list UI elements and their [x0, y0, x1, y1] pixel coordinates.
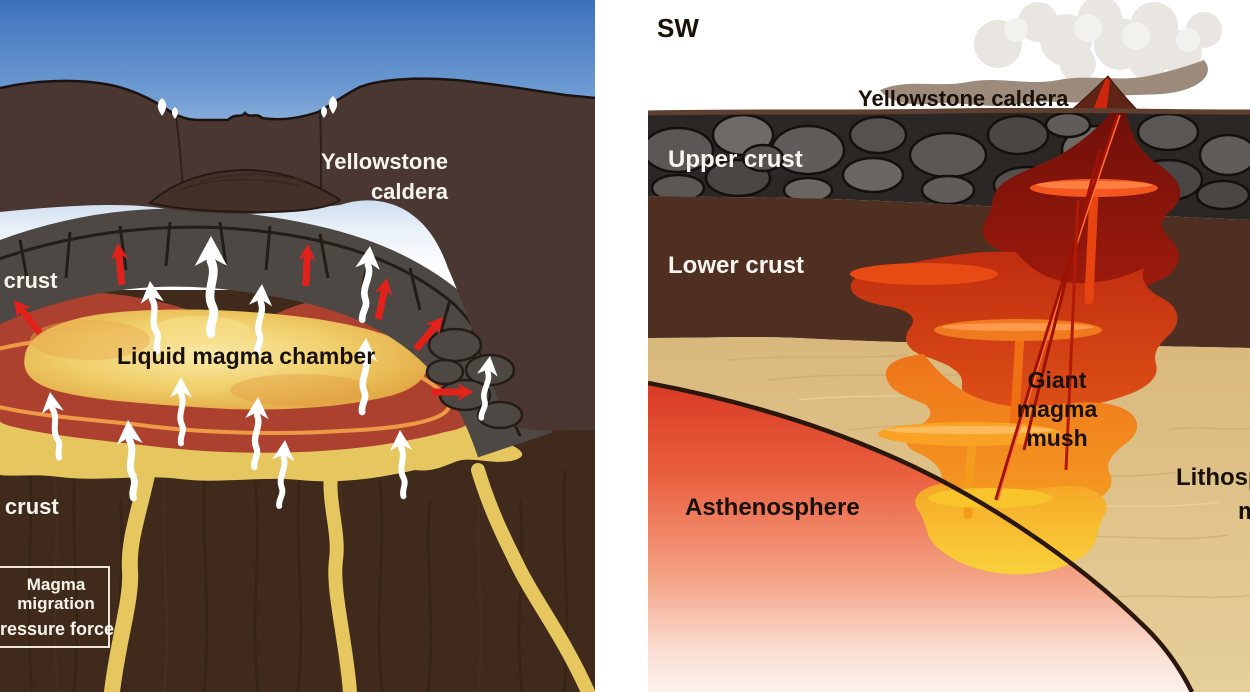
right-panel: SW Yellowstone caldera Upper crust Lower…: [648, 0, 1250, 692]
caldera-label-left: Yellowstone caldera: [290, 147, 448, 207]
resurgent-dome: [147, 168, 342, 214]
magma-drip: [323, 459, 357, 692]
volcano-cone-icon: [1066, 75, 1142, 114]
direction-label-sw: SW: [657, 13, 699, 43]
magma-drip: [471, 463, 595, 692]
panel-divider: [595, 0, 648, 692]
legend-magma-migration: Magma migration: [17, 575, 95, 613]
steam-vent-icon: [157, 96, 338, 119]
legend-pressure-force: Pressure force: [0, 619, 115, 639]
magma-chamber-core: [24, 309, 427, 410]
lithospheric-mantle-label: Lithospheric mantle: [1176, 464, 1250, 525]
liquid-magma-chamber-label: Liquid magma chamber: [117, 343, 376, 369]
giant-magma-mush-label: Giant magma mush: [1016, 367, 1098, 451]
magma-drip: [104, 462, 156, 692]
asthenosphere-layer: [648, 383, 1192, 692]
asthenosphere-boundary: [648, 380, 1195, 692]
legend-box: Magma migration Pressure force: [0, 566, 114, 648]
left-panel: Yellowstone caldera Upper crust Lower cr…: [0, 0, 595, 692]
upper-crust-label-left: Upper crust: [0, 268, 58, 293]
left-panel-art: [0, 0, 595, 692]
caldera-label-right: Yellowstone caldera: [858, 86, 1069, 111]
lower-crust-label-right: Lower crust: [668, 252, 805, 279]
caldera-label-line2: caldera: [370, 179, 448, 204]
magma-dikes: [994, 114, 1121, 501]
right-panel-art: [648, 0, 1250, 692]
ash-cloud-icon: [880, 60, 1208, 109]
asthenosphere-label: Asthenosphere: [685, 494, 860, 521]
caldera-label-line1: Yellowstone: [320, 149, 448, 174]
upper-crust-label-right: Upper crust: [668, 146, 803, 173]
smoke-plume-icon: [974, 0, 1222, 82]
lower-crust-label-left: Lower crust: [0, 494, 59, 519]
